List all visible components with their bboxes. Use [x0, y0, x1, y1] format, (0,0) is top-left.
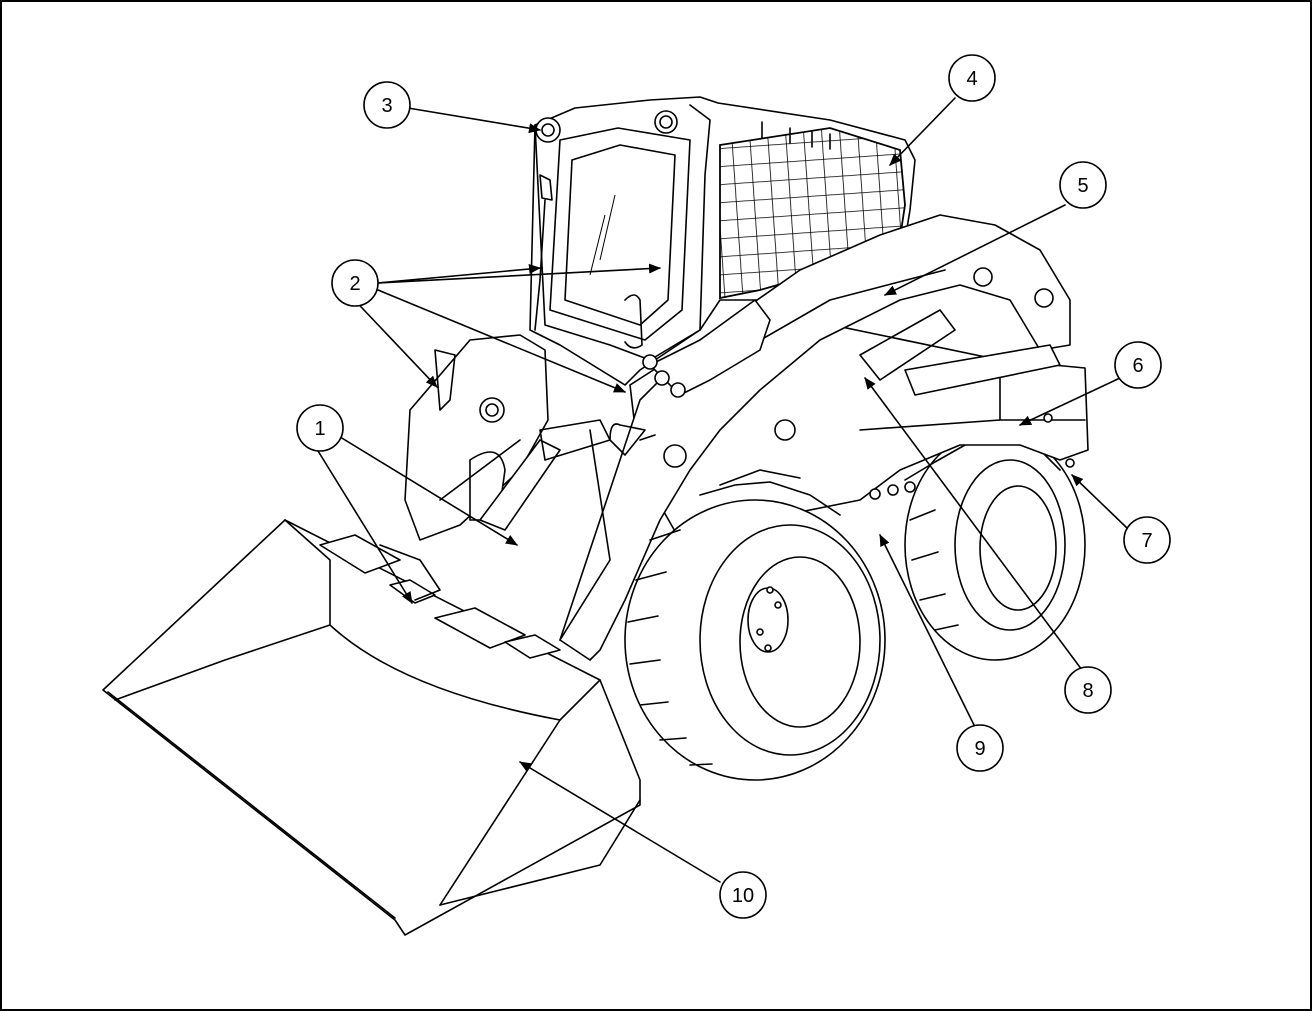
callout-1-label: 1 [314, 418, 325, 440]
callout-9-label: 9 [974, 738, 985, 760]
cab [529, 96, 916, 386]
loader-drawing [102, 96, 1089, 936]
lift-arm [559, 214, 1071, 661]
leader-lines [309, 97, 1128, 883]
callouts: 1 2 3 4 5 6 7 8 [296, 54, 1171, 919]
callout-7: 7 [1123, 516, 1171, 564]
callout-6-label: 6 [1132, 355, 1143, 377]
callout-10: 10 [719, 871, 767, 919]
callout-3: 3 [363, 81, 411, 129]
front-wheel [624, 469, 886, 781]
callout-4-label: 4 [966, 68, 977, 90]
callout-6: 6 [1114, 341, 1162, 389]
callout-7-label: 7 [1141, 530, 1152, 552]
bucket [102, 519, 641, 936]
callout-10-label: 10 [732, 885, 754, 907]
callout-2: 2 [331, 259, 379, 307]
callout-8: 8 [1064, 666, 1112, 714]
rear-wheel [904, 429, 1086, 661]
callout-3-label: 3 [381, 95, 392, 117]
callout-4: 4 [948, 54, 996, 102]
callout-9: 9 [956, 724, 1004, 772]
callout-5-label: 5 [1077, 175, 1088, 197]
callout-2-label: 2 [349, 273, 360, 295]
callout-5: 5 [1059, 161, 1107, 209]
front-structure [404, 334, 611, 641]
callout-8-label: 8 [1082, 680, 1093, 702]
callout-1: 1 [296, 404, 344, 452]
